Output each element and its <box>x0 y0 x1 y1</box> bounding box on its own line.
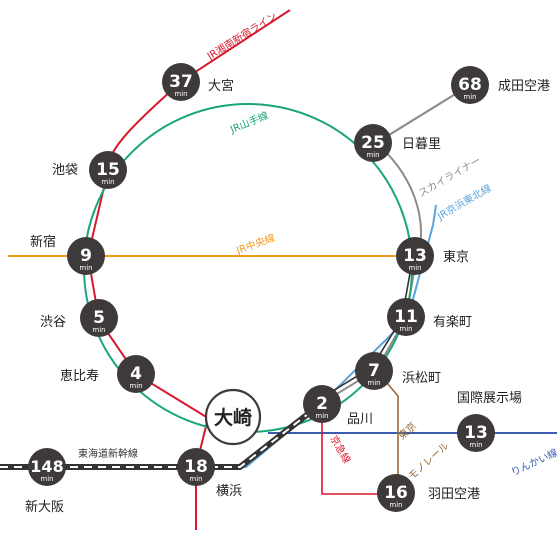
min-unit: min <box>469 441 482 449</box>
station-time: 25 <box>361 133 385 153</box>
min-unit: min <box>315 412 328 420</box>
station-name: 国際展示場 <box>457 391 522 406</box>
min-unit: min <box>463 93 476 101</box>
line-label-monorail-1: 東京 <box>395 419 419 442</box>
station-time: 7 <box>368 361 380 381</box>
min-unit: min <box>399 325 412 333</box>
station-time: 18 <box>184 457 208 477</box>
min-unit: min <box>92 326 105 334</box>
station-time: 37 <box>169 72 193 92</box>
line-label-yamanote: JR山手線 <box>227 109 270 136</box>
min-unit: min <box>408 264 421 272</box>
station-time: 11 <box>394 307 418 327</box>
line-label-rinkai: りんかい線 <box>509 446 557 479</box>
station-time: 13 <box>464 423 488 443</box>
origin-label: 大崎 <box>214 406 252 429</box>
station-hamamatsucho[interactable]: 7 min 浜松町 <box>355 352 441 390</box>
station-name: 東京 <box>443 249 469 265</box>
station-name: 品川 <box>347 412 373 427</box>
station-name: 横浜 <box>216 484 242 499</box>
shinkansen-line <box>0 400 324 470</box>
station-time: 2 <box>316 394 328 414</box>
station-time: 5 <box>93 308 105 328</box>
station-shinagawa[interactable]: 2 min 品川 <box>303 385 373 427</box>
station-name: 池袋 <box>52 163 78 178</box>
min-unit: min <box>389 501 402 509</box>
min-unit: min <box>101 178 114 186</box>
station-name: 新大阪 <box>25 499 64 515</box>
station-time: 16 <box>384 483 408 503</box>
station-name: 恵比寿 <box>60 369 99 384</box>
station-omiya[interactable]: 37 min 大宮 <box>162 63 234 101</box>
station-name: 羽田空港 <box>428 487 480 502</box>
origin-osaki[interactable]: 大崎 <box>204 388 262 446</box>
min-unit: min <box>189 475 202 483</box>
line-label-shinkansen: 東海道新幹線 <box>78 447 138 460</box>
station-shin-osaka[interactable]: 148 min 新大阪 <box>25 448 66 515</box>
station-time: 148 <box>30 457 63 476</box>
station-haneda-airport[interactable]: 16 min 羽田空港 <box>377 474 480 512</box>
min-unit: min <box>367 379 380 387</box>
line-label-keikyu: 京急線 <box>327 433 353 465</box>
station-tokyo[interactable]: 13 min 東京 <box>396 237 469 275</box>
min-unit: min <box>79 264 92 272</box>
station-name: 渋谷 <box>40 315 66 330</box>
right-dark-line <box>317 261 413 401</box>
station-shibuya[interactable]: 5 min 渋谷 <box>40 299 118 337</box>
station-time: 4 <box>130 364 142 384</box>
station-name: 有楽町 <box>433 314 472 330</box>
min-unit: min <box>174 90 187 98</box>
station-kokusai-tenjijo[interactable]: 13 min 国際展示場 <box>457 391 522 452</box>
keikyu-line <box>321 403 396 495</box>
station-time: 13 <box>403 246 427 266</box>
min-unit: min <box>40 475 53 483</box>
line-label-chuo: JR中央線 <box>234 231 277 257</box>
station-name: 大宮 <box>208 78 234 94</box>
station-nippori[interactable]: 25 min 日暮里 <box>354 124 441 162</box>
min-unit: min <box>129 382 142 390</box>
station-ikebukuro[interactable]: 15 min 池袋 <box>52 151 127 189</box>
station-time: 68 <box>458 75 482 95</box>
station-yokohama[interactable]: 18 min 横浜 <box>177 448 242 499</box>
line-label-monorail-2: モノレール <box>407 441 452 483</box>
line-label-shonan-shinjuku: JR湘南新宿ライン <box>204 9 280 63</box>
station-name: 新宿 <box>30 234 56 250</box>
station-name: 日暮里 <box>402 137 441 152</box>
station-ebisu[interactable]: 4 min 恵比寿 <box>60 355 155 393</box>
station-yurakucho[interactable]: 11 min 有楽町 <box>387 298 472 336</box>
station-name: 成田空港 <box>498 79 550 94</box>
station-time: 15 <box>96 160 120 180</box>
min-unit: min <box>366 151 379 159</box>
station-markers: 37 min 大宮 15 min 池袋 9 min 新宿 5 min 渋谷 4 <box>25 63 550 515</box>
station-shinjuku[interactable]: 9 min 新宿 <box>30 234 105 275</box>
station-name: 浜松町 <box>402 371 441 386</box>
station-time: 9 <box>80 246 92 266</box>
station-narita-airport[interactable]: 68 min 成田空港 <box>451 66 550 104</box>
